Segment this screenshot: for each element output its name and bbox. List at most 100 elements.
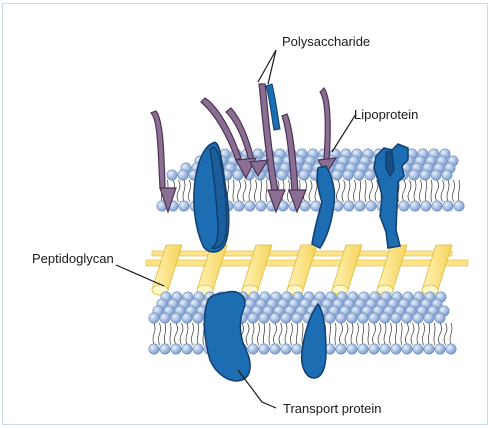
lipid-head — [149, 344, 159, 354]
lipid-head — [442, 170, 452, 180]
lipid-head — [270, 344, 280, 354]
lipid-head — [369, 313, 379, 323]
lipid-head — [248, 313, 258, 323]
lipid-head — [193, 313, 203, 323]
lipid-tail — [357, 323, 359, 345]
lipid-tail — [453, 180, 455, 202]
lipid-tail — [368, 323, 369, 345]
lipid-tail — [246, 323, 249, 345]
label-peptidoglycan: Peptidoglycan — [32, 251, 114, 266]
lipid-head — [347, 313, 357, 323]
lipid-tail — [447, 180, 449, 202]
lipid-head — [281, 344, 291, 354]
lipid-head — [454, 201, 464, 211]
lipid-tail — [403, 180, 406, 202]
lipid-tail — [261, 180, 262, 202]
lipid-head — [259, 313, 269, 323]
lipid-head — [424, 313, 434, 323]
lipid-head — [160, 344, 170, 354]
lipid-tail — [249, 180, 251, 202]
lipid-tail — [159, 323, 161, 345]
lipid-tail — [429, 323, 430, 345]
lipid-tail — [441, 180, 444, 202]
lipid-tail — [269, 323, 270, 345]
lipid-tail — [266, 180, 267, 202]
lipid-tail — [434, 323, 435, 345]
label-polysaccharide: Polysaccharide — [282, 34, 370, 49]
lipid-head — [399, 201, 409, 211]
lipid-head — [431, 170, 441, 180]
lipid-head — [420, 170, 430, 180]
lipid-head — [178, 170, 188, 180]
leader-polysaccharide-2 — [268, 50, 276, 84]
lipid-tail — [444, 323, 447, 345]
peptidoglycan-layer — [146, 245, 468, 295]
lipid-tail — [183, 180, 185, 202]
lipid-head — [167, 170, 177, 180]
lipid-tail — [390, 323, 392, 345]
lipid-head — [149, 313, 159, 323]
lipid-head — [413, 344, 423, 354]
lipid-tail — [291, 323, 293, 345]
lipid-tail — [297, 323, 298, 345]
lipid-head — [171, 344, 181, 354]
lipid-head — [391, 344, 401, 354]
lipid-tail — [345, 323, 348, 345]
lipid-tail — [264, 323, 265, 345]
lipid-tail — [354, 180, 356, 202]
lipid-tail — [170, 323, 171, 345]
lipid-head — [270, 313, 280, 323]
lipid-tail — [401, 323, 402, 345]
lipid-tail — [414, 180, 416, 202]
lipid-head — [413, 313, 423, 323]
lipid-head — [292, 313, 302, 323]
lipid-tail — [189, 180, 191, 202]
lipid-tail — [370, 180, 373, 202]
lipid-tail — [375, 180, 378, 202]
lipid-tail — [238, 180, 241, 202]
lipid-head — [336, 344, 346, 354]
lipid-head — [435, 313, 445, 323]
lipid-head — [182, 313, 192, 323]
lipid-head — [446, 344, 456, 354]
lipid-head — [443, 201, 453, 211]
transport-protein-shape — [204, 292, 250, 381]
lipid-tail — [198, 323, 199, 345]
lipid-tail — [348, 180, 350, 202]
lipid-head — [343, 170, 353, 180]
lipid-tail — [406, 323, 409, 345]
lipid-head — [193, 344, 203, 354]
leader-polysaccharide-1 — [258, 50, 276, 82]
lipid-tail — [153, 323, 155, 345]
lipid-tail — [360, 180, 361, 202]
lipid-tail — [192, 323, 194, 345]
lipid-tail — [274, 323, 277, 345]
lipid-tail — [258, 323, 260, 345]
label-lipoprotein: Lipoprotein — [354, 107, 418, 122]
lipid-tail — [177, 180, 180, 202]
lipid-tail — [340, 323, 343, 345]
lipid-head — [409, 170, 419, 180]
lipid-tail — [423, 323, 425, 345]
lipid-head — [391, 313, 401, 323]
lipid-tail — [180, 323, 183, 345]
lipid-tail — [175, 323, 178, 345]
lipid-tail — [335, 323, 336, 345]
lipid-head — [281, 313, 291, 323]
lipid-tail — [426, 180, 427, 202]
lipid-tail — [315, 180, 317, 202]
lipid-tail — [411, 323, 414, 345]
lipid-tail — [330, 323, 331, 345]
lipid-head — [347, 344, 357, 354]
lipid-tail — [243, 180, 246, 202]
lipid-tail — [384, 323, 386, 345]
lipid-tail — [252, 323, 254, 345]
lipid-head — [179, 201, 189, 211]
lipid-tail — [342, 180, 345, 202]
lipid-head — [410, 201, 420, 211]
lipid-tail — [351, 323, 353, 345]
lipid-head — [380, 344, 390, 354]
lipid-head — [234, 201, 244, 211]
lipid-head — [277, 170, 287, 180]
lipid-head — [366, 201, 376, 211]
